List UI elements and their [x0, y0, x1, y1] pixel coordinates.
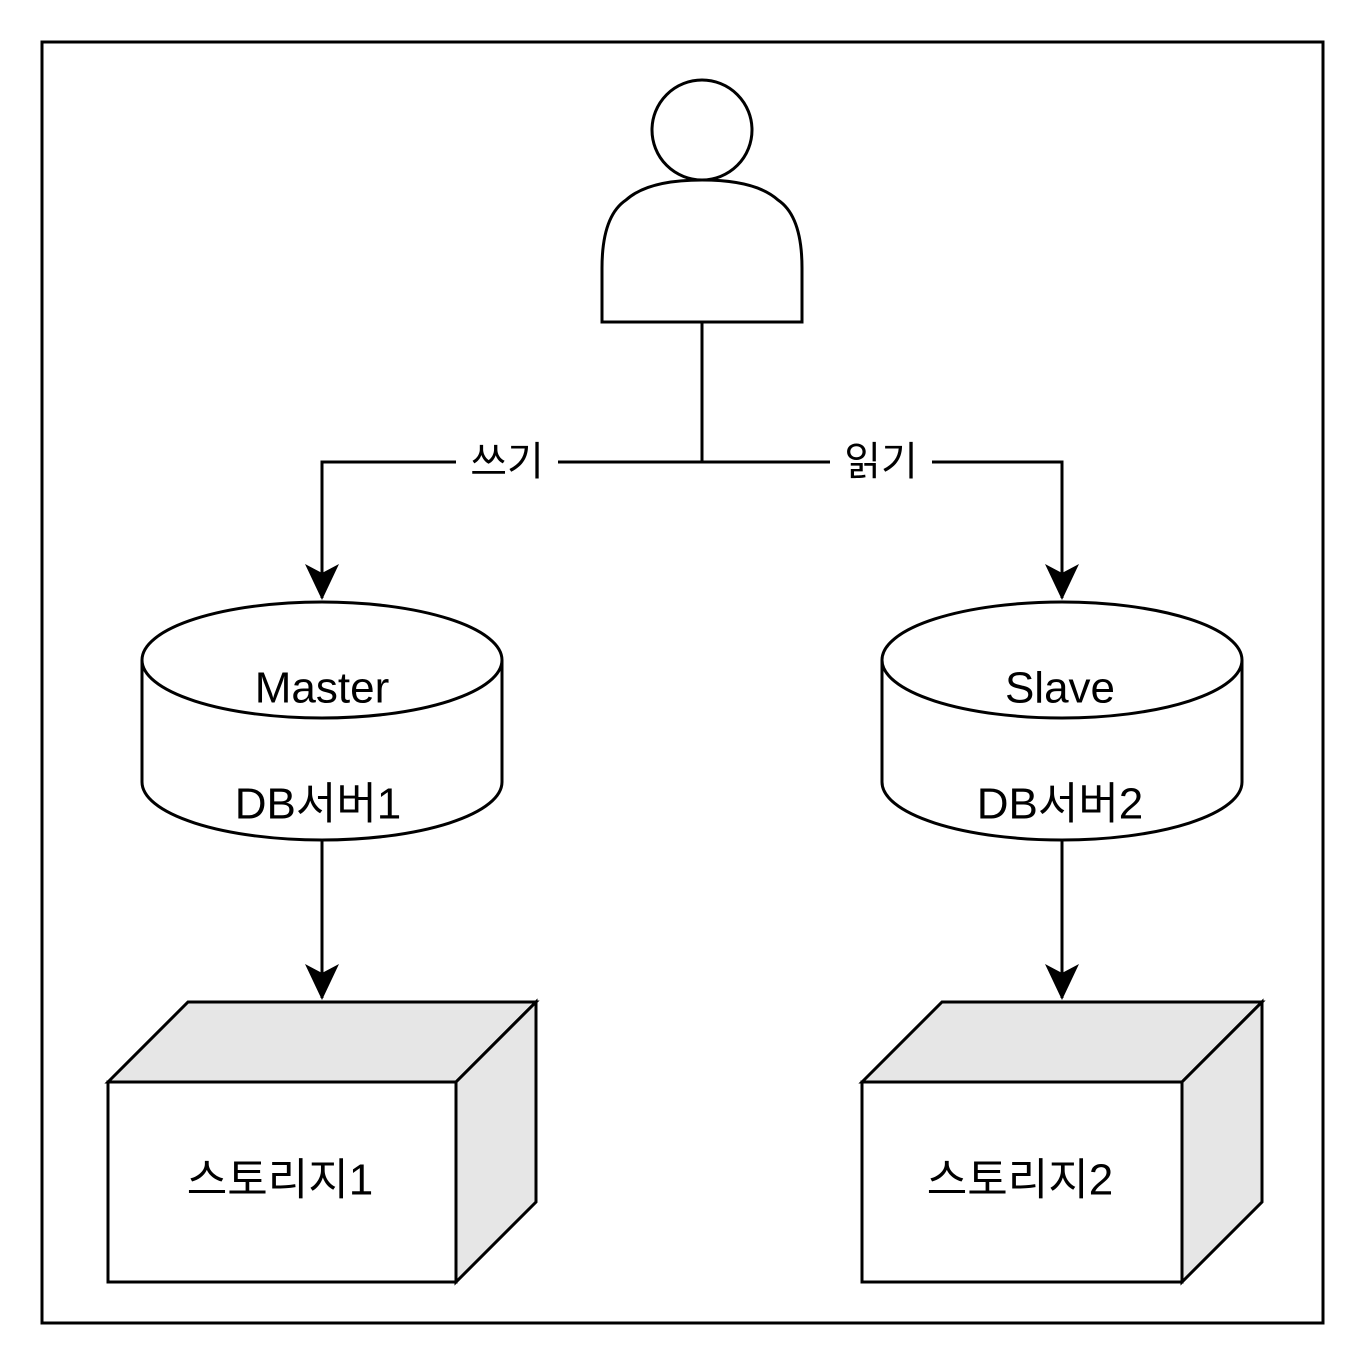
database-icon: [880, 600, 1244, 842]
database-server-label: DB서버1: [235, 780, 402, 829]
storage-label: 스토리지2: [927, 1156, 1113, 1205]
master-database: Master DB서버1: [140, 600, 504, 842]
read-label-bg: [830, 438, 932, 486]
write-edge-label: 쓰기: [470, 440, 544, 484]
storage-2: 스토리지2: [858, 998, 1266, 1286]
slave-database: Slave DB서버2: [880, 600, 1244, 842]
database-name: Slave: [1005, 664, 1115, 713]
write-edge: [305, 460, 702, 600]
storage-1: 스토리지1: [104, 998, 540, 1286]
storage-box-icon: [104, 998, 540, 1286]
database-server-label: DB서버2: [977, 780, 1144, 829]
storage-label: 스토리지1: [187, 1156, 373, 1205]
read-edge: [702, 460, 1079, 600]
user-icon: [600, 78, 804, 324]
storage-box-icon: [858, 998, 1266, 1286]
database-icon: [140, 600, 504, 842]
database-name: Master: [255, 664, 389, 713]
write-label-bg: [456, 438, 558, 486]
read-edge-label: 읽기: [844, 440, 918, 484]
